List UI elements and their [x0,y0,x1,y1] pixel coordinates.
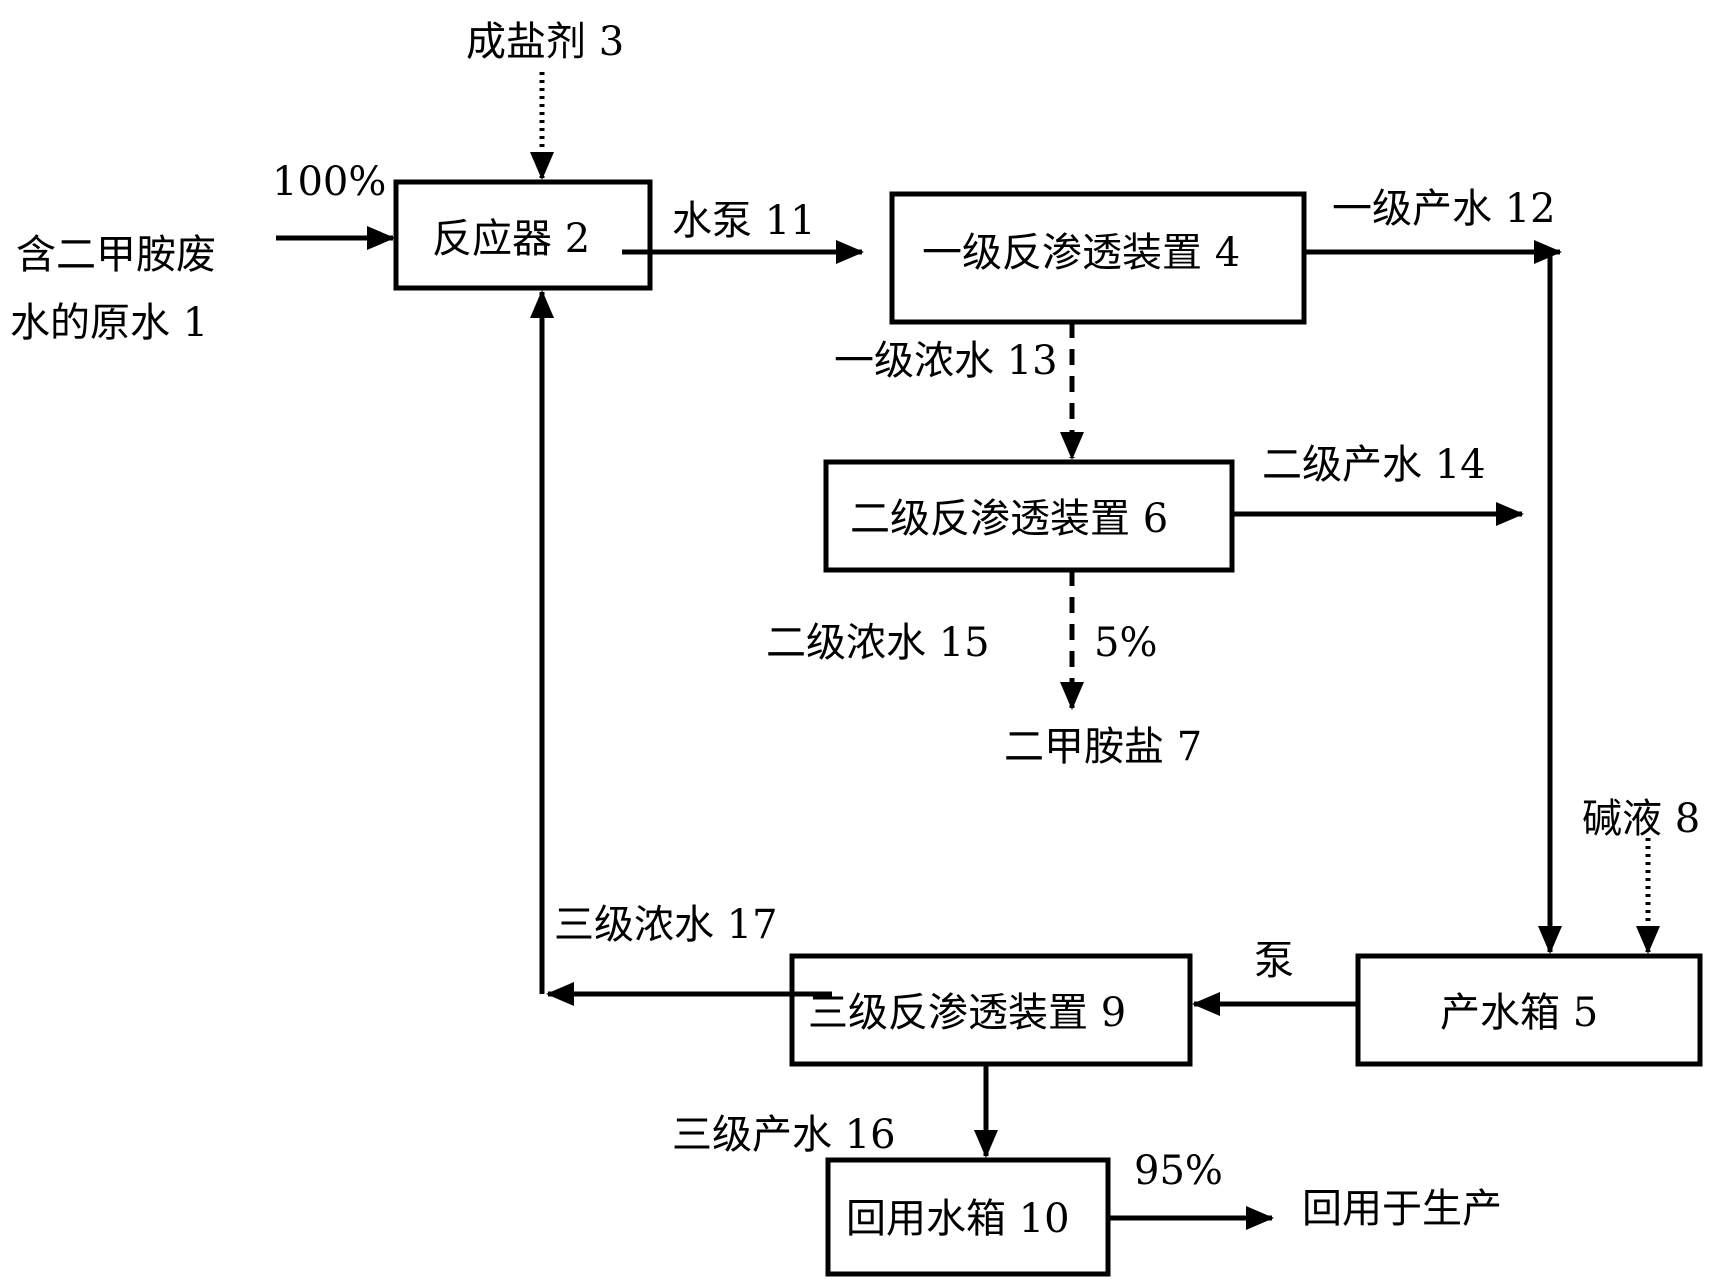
ro1-label: 一级反渗透装置 4 [922,230,1240,276]
ro2-box [823,459,1235,573]
pump11-label: 水泵 11 [672,198,816,244]
percent5-label: 5% [1094,620,1157,666]
permeate16-label: 三级产水 16 [672,1112,896,1158]
permeate12-label: 一级产水 12 [1332,186,1556,232]
reactor-label: 反应器 2 [432,216,590,262]
permeate14-label: 二级产水 14 [1262,442,1486,488]
raw-water-label-1: 含二甲胺废 [16,232,216,278]
reuse-tank-box [825,1157,1111,1277]
percent95-label: 95% [1134,1148,1223,1194]
ro1-box [889,191,1307,325]
ro3-label: 三级反渗透装置 9 [808,990,1126,1036]
pump-label: 泵 [1254,938,1294,984]
product-tank-label: 产水箱 5 [1440,990,1598,1036]
salt-agent-label: 成盐剂 3 [466,19,624,65]
product-tank-box [1355,953,1703,1067]
amine-salt-label: 二甲胺盐 7 [1004,724,1202,770]
raw-water-label-2: 水的原水 1 [10,300,208,346]
concentrate17-label: 三级浓水 17 [554,902,778,948]
ro2-label: 二级反渗透装置 6 [850,496,1168,542]
concentrate15-label: 二级浓水 15 [766,620,990,666]
reuse-tank-label: 回用水箱 10 [846,1196,1070,1242]
ro3-box [789,953,1193,1067]
reuse-target-label: 回用于生产 [1302,1186,1502,1232]
concentrate13-label: 一级浓水 13 [834,338,1058,384]
raw-percent-label: 100% [272,159,386,205]
alkali-label: 碱液 8 [1582,796,1700,842]
reactor-box [393,179,653,291]
